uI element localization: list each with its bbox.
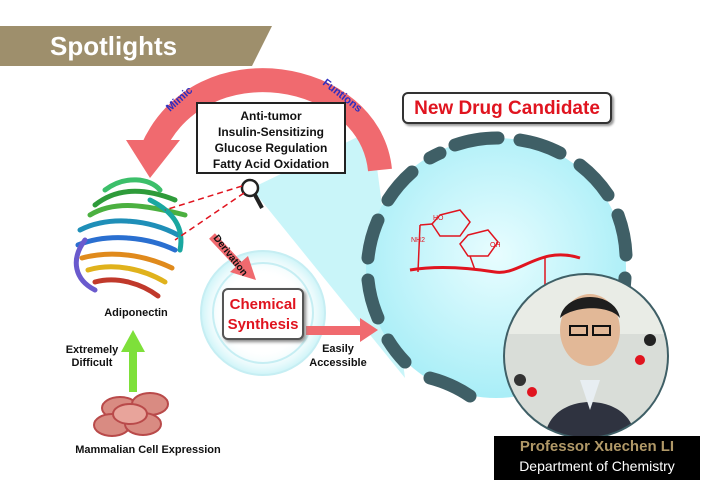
functions-box: Anti-tumor Insulin-Sensitizing Glucose R… xyxy=(196,102,346,174)
professor-department: Department of Chemistry xyxy=(494,458,700,474)
molecule-label-oh: OH xyxy=(490,242,501,249)
molecule-label-nh2: NH2 xyxy=(411,237,425,244)
function-item: Glucose Regulation xyxy=(198,140,344,156)
chemical-synthesis-box: Chemical Synthesis xyxy=(222,288,304,340)
function-item: Insulin-Sensitizing xyxy=(198,124,344,140)
cycle-arc-arrowhead xyxy=(126,140,180,178)
chemical-synthesis-line2: Synthesis xyxy=(224,315,302,335)
accessible-arrow xyxy=(306,326,362,335)
new-drug-candidate-label: New Drug Candidate xyxy=(402,92,612,124)
extremely-difficult-label: Extremely Difficult xyxy=(60,344,124,370)
chemical-synthesis-line1: Chemical xyxy=(224,295,302,315)
banner-title: Spotlights xyxy=(50,31,177,61)
professor-caption: Professor Xuechen LI Department of Chemi… xyxy=(494,436,700,480)
adiponectin-label: Adiponectin xyxy=(96,307,176,319)
function-item: Anti-tumor xyxy=(198,108,344,124)
protein-structure xyxy=(76,180,185,296)
function-item: Fatty Acid Oxidation xyxy=(198,156,344,172)
mammalian-cell-expression-label: Mammalian Cell Expression xyxy=(60,444,236,456)
spotlights-banner: Spotlights xyxy=(0,26,252,66)
easily-accessible-label: Easily Accessible xyxy=(298,342,378,370)
mammalian-cells xyxy=(94,393,168,436)
professor-name: Professor Xuechen LI xyxy=(494,438,700,455)
molecule-label-ho: HO xyxy=(433,215,444,222)
difficult-arrow xyxy=(129,350,137,392)
